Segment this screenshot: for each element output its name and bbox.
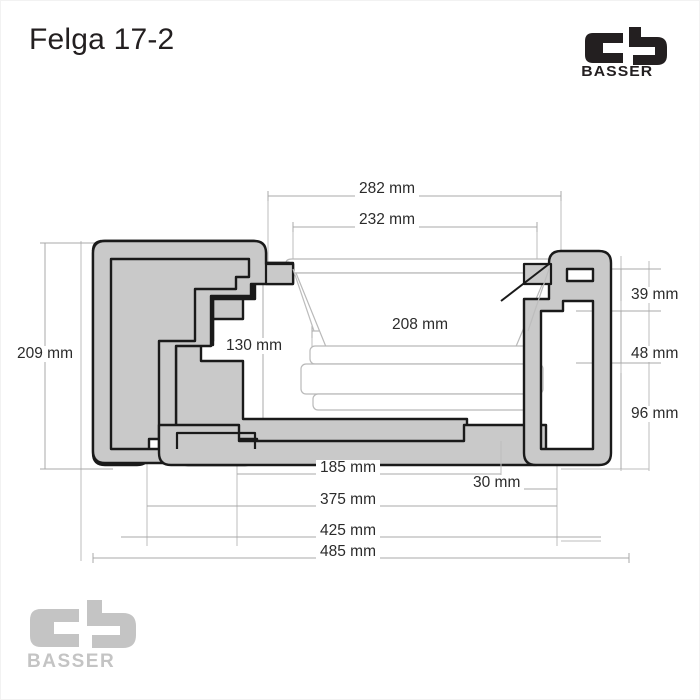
footer-logo: BASSER [23, 597, 153, 677]
dim-label-282: 282 mm [355, 181, 419, 197]
dim-label-208: 208 mm [388, 317, 452, 333]
wheel-profile-section [91, 239, 613, 467]
dim-label-375: 375 mm [316, 492, 380, 508]
header-logo-mark [585, 27, 667, 65]
header-logo: BASSER [579, 23, 679, 85]
magnet-body [300, 363, 544, 395]
dim-label-39: 39 mm [627, 287, 683, 303]
dim-label-48: 48 mm [627, 346, 683, 362]
right-shell-diagonal [500, 263, 550, 302]
dim-label-30: 30 mm [469, 475, 525, 491]
chamfer-line-left [292, 268, 315, 332]
footer-logo-wordmark: BASSER [27, 651, 116, 672]
profile-left-shell [91, 239, 295, 465]
chamfer-line-right [527, 268, 550, 332]
dim-label-425: 425 mm [316, 523, 380, 539]
dim-label-96: 96 mm [627, 406, 683, 422]
dim-label-130: 130 mm [222, 338, 286, 354]
profile-bottom-void [175, 431, 257, 449]
page-title: Felga 17-2 [29, 23, 175, 56]
dim-label-209: 209 mm [13, 346, 77, 362]
speaker-assembly [285, 258, 554, 411]
footer-logo-mark [30, 600, 136, 648]
dim-label-485: 485 mm [316, 544, 380, 560]
dim-label-232: 232 mm [355, 212, 419, 228]
header-logo-wordmark: BASSER [581, 63, 654, 80]
magnet-plate-bottom [312, 393, 532, 411]
profile-left-tab [264, 262, 295, 286]
speaker-gasket [285, 258, 554, 274]
profile-right-shell [522, 249, 613, 467]
magnet-plate-top [309, 345, 533, 365]
dim-label-185: 185 mm [316, 460, 380, 476]
